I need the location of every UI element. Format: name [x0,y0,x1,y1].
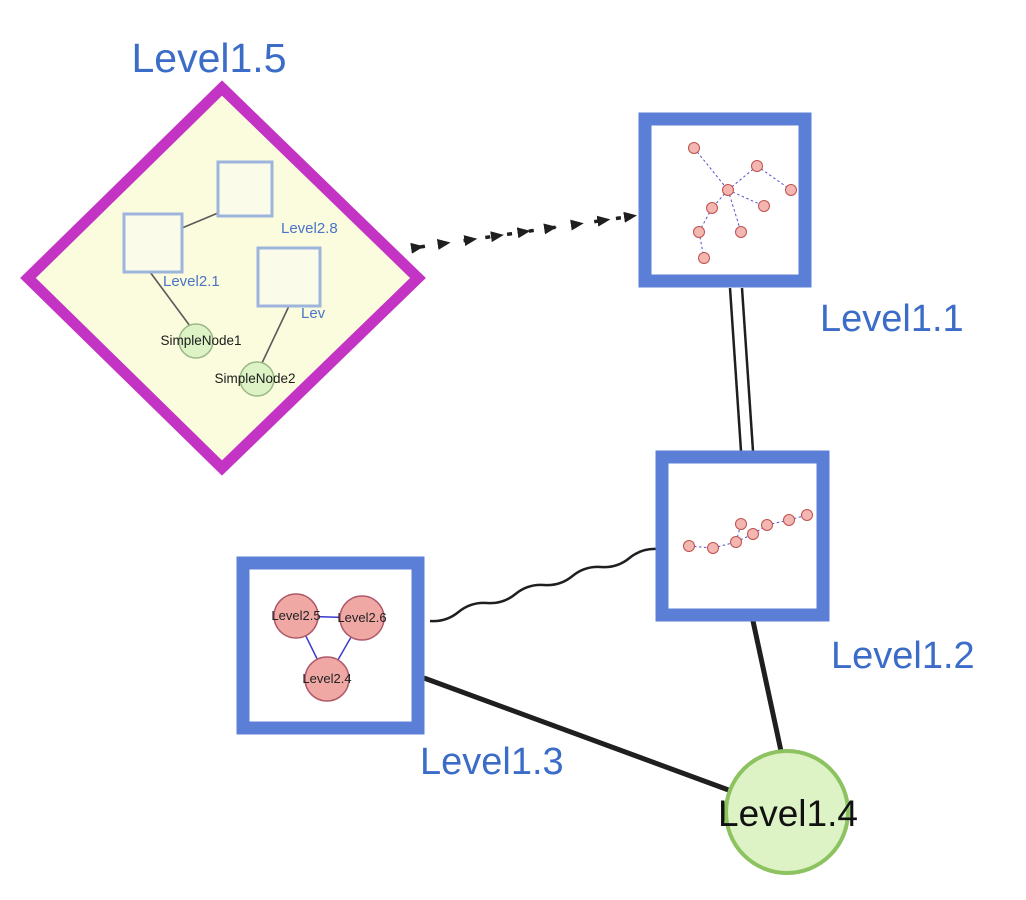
node-simplenode1-label: SimpleNode1 [160,333,241,348]
edge-level15-to-level11-dashed-arrow[interactable] [410,211,637,254]
node-level1-3-box[interactable] [236,556,425,735]
mini-graph-node[interactable] [688,142,700,154]
node-level2-5[interactable] [273,593,319,639]
double-line-left [728,287,743,452]
mini-graph-node[interactable] [683,540,695,552]
level1-5-diamond-shape[interactable] [20,80,426,476]
node-simplenode2[interactable] [239,361,275,397]
edge-level11-to-level12-double-line[interactable] [728,287,755,452]
node-level2-5-label: Level2.5 [271,608,320,623]
mini-graph-node[interactable] [722,184,734,196]
mini-graph-edge [693,147,729,191]
mini-graph-edge [727,165,758,191]
mini-graph-edge [727,189,765,207]
node-level2-4-label: Level2.4 [302,671,351,686]
node-level1-1-label: Level1.1 [820,298,964,340]
node-level2-truncated[interactable] [256,246,322,308]
node-level1-1-box[interactable] [638,112,812,288]
level1-1-mini-graph [688,142,797,264]
mini-graph-node[interactable] [706,202,718,214]
node-level1-4-label: Level1.4 [718,793,858,834]
node-level1-4-circle[interactable] [724,749,850,875]
edge-level21-to-simplenode1[interactable] [149,271,191,327]
node-level2-8-label: Level2.8 [281,220,338,237]
node-level1-2-label: Level1.2 [831,635,975,677]
mini-graph-node[interactable] [751,160,763,172]
node-level2-4[interactable] [304,656,350,702]
mini-graph-edge [756,165,792,191]
edge-level13-to-level14[interactable] [423,675,735,795]
node-level2-1[interactable] [122,212,184,274]
node-level1-5-group[interactable]: Level1.5 Level2.8 Level2.1 Lev SimpleNod… [20,35,426,476]
node-level2-1-label: Level2.1 [163,273,220,290]
node-level1-4[interactable]: Level1.4 [718,749,858,875]
level1-2-mini-graph [683,509,813,554]
mini-graph-node[interactable] [785,184,797,196]
edge-level12-to-level14[interactable] [750,620,784,752]
node-level1-3-label: Level1.3 [420,741,564,783]
edge-lev-to-simplenode2[interactable] [261,305,290,364]
mini-graph-node[interactable] [783,514,795,526]
node-level1-2-box[interactable] [655,450,830,622]
mini-graph-node[interactable] [693,226,705,238]
mini-graph-node[interactable] [735,226,747,238]
mini-graph-node[interactable] [707,542,719,554]
mini-graph-node[interactable] [698,252,710,264]
node-level1-1-group[interactable]: Level1.1 [638,112,964,340]
mini-graph-node[interactable] [801,509,813,521]
mini-graph-node[interactable] [747,528,759,540]
edge-level28-to-level21[interactable] [181,212,219,229]
mini-graph-edge [766,519,790,526]
mini-graph-node[interactable] [761,519,773,531]
node-level2-6[interactable] [339,595,385,641]
node-level1-5-label: Level1.5 [131,35,286,81]
node-level1-3-group[interactable]: Level2.5 Level2.6 Level2.4 Level1.3 [236,556,564,783]
node-simplenode1[interactable] [178,323,214,359]
node-level2-6-label: Level2.6 [337,610,386,625]
double-line-right [740,287,755,452]
mini-graph-edge [727,189,742,233]
mini-graph-node[interactable] [758,200,770,212]
node-level2-truncated-label: Lev [301,305,326,322]
node-level2-8[interactable] [216,160,274,218]
node-simplenode2-label: SimpleNode2 [214,371,295,386]
mini-graph-node[interactable] [735,518,747,530]
edge-level13-to-level12-wavy[interactable] [429,547,659,623]
mini-graph-edge [712,541,737,549]
mini-graph-node[interactable] [730,536,742,548]
node-level1-2-group[interactable]: Level1.2 [655,450,975,677]
